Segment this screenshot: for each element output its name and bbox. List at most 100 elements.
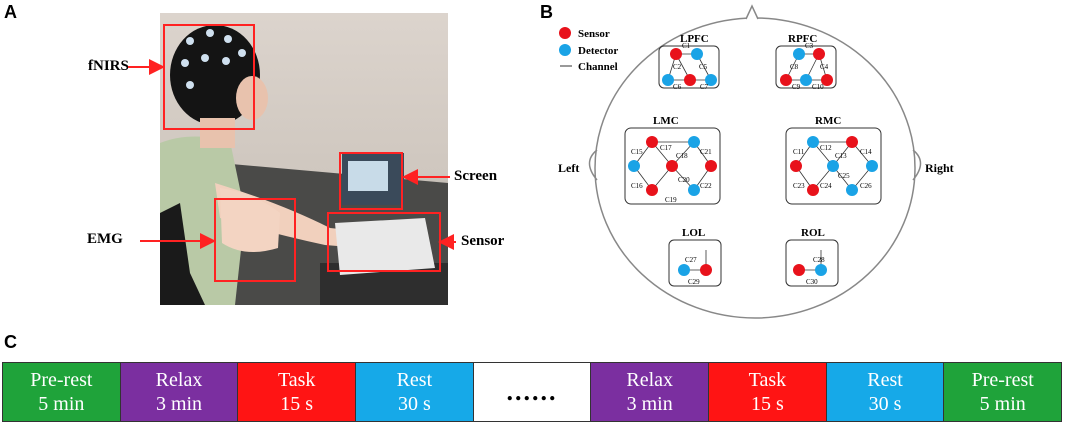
- detector-optode: [807, 136, 819, 148]
- detector-optode: [628, 160, 640, 172]
- channel-label: C22: [700, 182, 712, 190]
- lpfc-label: LPFC: [680, 33, 709, 45]
- channel-label: C11: [793, 148, 805, 156]
- segment-name: Pre-rest: [30, 369, 93, 391]
- segment-duration: 30 s: [868, 393, 902, 415]
- timeline-segment-4: Rest 30 s: [356, 363, 474, 421]
- channel-label: C28: [813, 256, 825, 264]
- timeline-segment-6: Relax 3 min: [591, 363, 710, 421]
- sensor-optode: [684, 74, 696, 86]
- neck-shape: [200, 118, 235, 148]
- emg-label: EMG: [87, 231, 123, 247]
- sensor-optode: [705, 160, 717, 172]
- right-side-label: Right: [925, 161, 954, 175]
- detector-optode: [815, 264, 827, 276]
- segment-name: Pre-rest: [971, 369, 1034, 391]
- sensor-optode: [670, 48, 682, 60]
- detector-optode: [866, 160, 878, 172]
- sensor-optode: [700, 264, 712, 276]
- segment-duration: 15 s: [750, 393, 784, 415]
- tablet-display: [348, 161, 388, 191]
- upper-arm: [220, 188, 280, 252]
- panel-label-b: B: [540, 2, 553, 22]
- segment-name: Task: [748, 369, 787, 391]
- detector-optode: [705, 74, 717, 86]
- segment-duration: 5 min: [38, 393, 85, 415]
- sensor-legend-label: Sensor: [578, 28, 610, 40]
- detector-optode: [662, 74, 674, 86]
- channel-label: C21: [700, 148, 712, 156]
- sensor-optode: [790, 160, 802, 172]
- callout-arrows: [128, 59, 456, 250]
- sensor-optode: [793, 264, 805, 276]
- optode-layer: [628, 48, 878, 276]
- channel-label: C7: [700, 83, 709, 91]
- detector-legend-label: Detector: [578, 45, 618, 57]
- lmc-box: [624, 127, 721, 205]
- channel-label: C9: [792, 83, 801, 91]
- channel-label: C15: [631, 148, 643, 156]
- timeline-segment-9: Pre-rest 5 min: [944, 363, 1062, 421]
- channel-label: C12: [820, 144, 832, 152]
- panel-label-a: A: [4, 2, 17, 22]
- channel-label: C18: [676, 152, 688, 160]
- segment-name: Relax: [626, 369, 674, 391]
- sensor-optode: [813, 48, 825, 60]
- detector-optode: [688, 184, 700, 196]
- channel-label: C26: [860, 182, 872, 190]
- timeline-segment-1: Pre-rest 5 min: [3, 363, 121, 421]
- lol-label: LOL: [682, 227, 705, 239]
- channel-label: C16: [631, 182, 643, 190]
- channel-label: C2: [673, 63, 682, 71]
- detector-optode: [800, 74, 812, 86]
- channel-label: C19: [665, 196, 677, 204]
- detector-optode: [678, 264, 690, 276]
- channel-label: C10: [812, 83, 824, 91]
- head-montage: Sensor Detector Channel Left Right LPFC …: [558, 4, 954, 319]
- ellipsis-dots: ......: [506, 377, 558, 406]
- lmc-label: LMC: [653, 115, 679, 127]
- segment-name: Rest: [867, 369, 903, 391]
- channel-label: C25: [838, 172, 850, 180]
- segment-duration: 30 s: [397, 393, 431, 415]
- detector-legend-dot: [559, 44, 571, 56]
- rmc-label: RMC: [815, 115, 841, 127]
- timeline-segment-8: Rest 30 s: [826, 363, 945, 421]
- detector-optode: [846, 184, 858, 196]
- nose-shape: [745, 4, 759, 20]
- channel-legend-label: Channel: [578, 61, 618, 73]
- channel-label: C23: [793, 182, 805, 190]
- detector-optode: [827, 160, 839, 172]
- channel-label: C8: [790, 63, 799, 71]
- setup-illustration: [160, 24, 448, 305]
- left-side-label: Left: [558, 161, 579, 175]
- sensor-legend-dot: [559, 27, 571, 39]
- sensor-optode: [807, 184, 819, 196]
- sensor-optode: [666, 160, 678, 172]
- sensor-optode: [821, 74, 833, 86]
- setup-photo: [160, 13, 448, 305]
- screen-label: Screen: [454, 168, 498, 184]
- left-ear: [588, 149, 598, 181]
- fnirs-box: [163, 24, 255, 130]
- channel-label: C24: [820, 182, 832, 190]
- lol-box: [668, 239, 722, 287]
- detector-optode: [793, 48, 805, 60]
- sensor-device: [335, 218, 435, 275]
- detector-optode: [688, 136, 700, 148]
- lpfc-box: [658, 45, 720, 89]
- channel-label: C30: [806, 278, 818, 286]
- channel-label: C27: [685, 256, 697, 264]
- panel-label-c: C: [4, 332, 17, 352]
- timeline-segment-7: Task 15 s: [709, 363, 827, 421]
- sensor-optode: [646, 136, 658, 148]
- chair-shape: [160, 203, 205, 305]
- timeline-segment-3: Task 15 s: [238, 363, 357, 421]
- rol-label: ROL: [801, 227, 825, 239]
- rol-box: [785, 239, 839, 287]
- rmc-box: [785, 127, 882, 205]
- right-ear: [912, 149, 922, 181]
- channel-label: C5: [699, 63, 708, 71]
- segment-name: Rest: [396, 369, 433, 391]
- channel-label: C14: [860, 148, 872, 156]
